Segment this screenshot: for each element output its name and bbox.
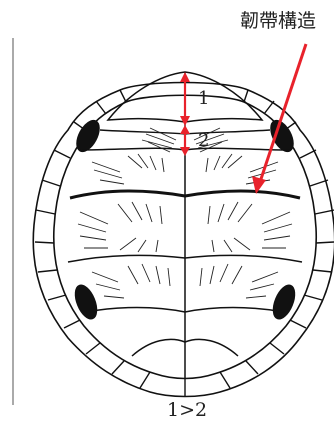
segment-1-label: 1 xyxy=(198,88,209,109)
comparison-caption: 1>2 xyxy=(167,399,207,421)
segment-2-label: 2 xyxy=(198,130,209,151)
ligament-label: 韌帶構造 xyxy=(240,10,316,32)
